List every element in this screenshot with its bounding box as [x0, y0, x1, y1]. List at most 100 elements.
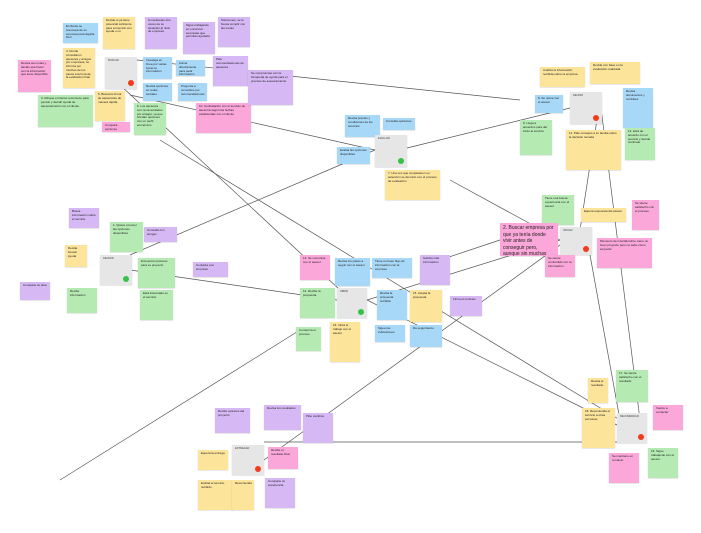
sticky-note[interactable]: 10. Contratación con el servicio de ases… — [196, 103, 251, 133]
sticky-note[interactable]: Recibe información — [67, 288, 97, 313]
sticky-note[interactable]: Firma el contrato — [450, 296, 482, 316]
stage-card[interactable]: REUNIR — [570, 92, 602, 124]
sticky-note[interactable]: Comienza el proceso — [296, 327, 321, 351]
stage-card[interactable]: DECIDIR — [100, 255, 132, 285]
stage-card[interactable]: ABRIR — [337, 288, 367, 318]
sticky-note[interactable]: Solicita más información — [420, 255, 450, 285]
sticky-note[interactable]: Decide buscar ayuda — [65, 245, 87, 267]
sticky-note[interactable]: Recibe el resultado final — [268, 447, 298, 469]
stage-card[interactable]: INICIAR — [560, 227, 592, 255]
sticky-note[interactable]: 5. Busca la forma de asesorarse de maner… — [95, 91, 125, 121]
sticky-note[interactable]: Evalúa el servicio recibido — [198, 480, 233, 510]
sticky-note[interactable]: 18. Recomienda el servicio a otras perso… — [582, 408, 615, 448]
sticky-note[interactable]: Revisa la propuesta recibida — [377, 290, 407, 320]
sticky-note[interactable]: 14. Recibe la propuesta — [300, 288, 335, 318]
sticky-note[interactable]: Está interesado en el servicio — [140, 290, 173, 320]
sticky-note[interactable]: Revisa los resultados — [264, 405, 301, 430]
status-dot-icon — [398, 158, 404, 164]
sticky-note[interactable]: 12. Está de acuerdo con el servicio y de… — [625, 128, 655, 160]
sticky-note[interactable]: 3. Afinque el interés recurrente para pe… — [38, 95, 93, 127]
sticky-note-text: Se mantiene en contacto — [612, 454, 634, 462]
sticky-note[interactable]: Pide recomendaciones de asesores — [213, 56, 248, 86]
sticky-note-text: Da seguimiento — [413, 326, 434, 330]
sticky-note-text: Compara opciones — [105, 123, 118, 131]
sticky-note[interactable]: Analiza la información recibida sobre la… — [540, 67, 585, 87]
sticky-note-text: 4. Donde consultaron asesores y amigos p… — [66, 49, 92, 80]
sticky-note[interactable]: 7. Una vez que completaron su selección … — [385, 170, 440, 200]
stage-card[interactable]: RECOMENDAR — [617, 413, 647, 443]
sticky-note[interactable]: Pregunta a conocidos por recomendaciones — [178, 83, 207, 101]
sticky-note-text: 2. Buscar empresa por que ya tenía donde… — [503, 225, 554, 256]
sticky-note[interactable]: Soluciones, se le busca cumplir con las … — [218, 17, 250, 47]
sticky-note[interactable]: Encuentra opciones para su proyecto — [138, 258, 175, 288]
sticky-note-text: Tiene un buen flujo de información con l… — [375, 259, 405, 271]
sticky-note[interactable]: Momento de incertidumbre, tiene un buen … — [597, 238, 652, 268]
connector[interactable] — [129, 94, 376, 151]
sticky-note[interactable]: Investiga en línea por varias horas la i… — [143, 57, 172, 79]
sticky-note[interactable]: Se siente satisfecho con el proceso — [632, 200, 659, 230]
sticky-note[interactable]: Revisa opciones en redes sociales — [143, 83, 172, 101]
sticky-note[interactable]: Se siente confundido con la información — [545, 255, 575, 277]
sticky-note[interactable]: Se compromete con la búsqueda de ayuda p… — [248, 70, 293, 105]
sticky-note[interactable]: Sigue trabajando en encontrar empresas q… — [183, 22, 215, 54]
sticky-note[interactable]: Revisa sus notas y decide qué hacer con … — [18, 60, 51, 92]
sticky-note[interactable]: Llama directamente para pedir informació… — [176, 60, 205, 76]
sticky-note-text: Evalúa las opciones disponibles — [340, 148, 367, 156]
sticky-note[interactable]: Da seguimiento — [410, 325, 442, 347]
stage-card[interactable]: ENTREGAR — [232, 445, 264, 475]
sticky-note[interactable]: Evalúa las opciones disponibles — [337, 147, 370, 164]
sticky-note[interactable]: Consultando dos veces de su situación al… — [145, 17, 177, 49]
sticky-note[interactable]: Comparte su idea — [20, 282, 50, 300]
sticky-note[interactable]: Espera la entrega — [198, 450, 228, 470]
sticky-note[interactable]: El cliente se preocupa de su empresa par… — [63, 23, 98, 43]
sticky-note[interactable]: Decide con base en la evaluación realiza… — [590, 62, 640, 84]
sticky-note[interactable]: Sigue las indicaciones — [375, 325, 405, 342]
sticky-note[interactable]: Contacta a la empresa — [193, 262, 228, 277]
sticky-note[interactable]: Consulta con amigos — [144, 227, 177, 242]
stage-card[interactable]: EVALUAR — [375, 135, 407, 167]
sticky-note[interactable]: Consulta opiniones — [383, 118, 415, 130]
sticky-note[interactable]: 6. Los asesores son recomendados por ami… — [134, 103, 166, 135]
sticky-note[interactable]: 15. Acepta la propuesta — [410, 290, 442, 322]
sticky-note[interactable]: Revisa precios y condiciones de los serv… — [345, 115, 380, 137]
sticky-note[interactable]: 11. Pide consejos a su familia sobre la … — [566, 130, 621, 170]
stage-card[interactable]: BUSCAR — [105, 57, 137, 89]
sticky-note[interactable]: Comparte su experiencia — [265, 478, 295, 508]
sticky-note-text: Soluciones, se le busca cumplir con las … — [221, 18, 246, 30]
sticky-note[interactable]: 13. Se comunica con el asesor — [300, 255, 330, 280]
status-dot-icon — [638, 434, 644, 440]
connector[interactable] — [406, 107, 571, 149]
sticky-note[interactable]: 4. Donde consultaron asesores y amigos p… — [63, 48, 95, 88]
sticky-note[interactable]: 8. Se reúne con el asesor — [535, 95, 563, 113]
sticky-note[interactable]: 17. Se siente satisfecho con el resultad… — [616, 370, 648, 402]
sticky-note[interactable]: Recibe avances del proyecto — [215, 408, 250, 433]
sticky-note[interactable]: 19. Sigue trabajando con el asesor — [648, 448, 678, 478]
sticky-note-text: 13. Se comunica con el asesor — [303, 256, 326, 264]
sticky-note[interactable]: 9. Llega a acuerdos para dar inicio al s… — [520, 120, 552, 155]
sticky-note[interactable]: Tiene una buena experiencia con el aseso… — [542, 195, 574, 225]
sticky-note[interactable]: Se mantiene en contacto — [609, 453, 639, 483]
sticky-note[interactable]: Compara opciones — [102, 122, 130, 132]
sticky-note[interactable]: Recomienda — [232, 480, 254, 510]
sticky-note-text: 1. Quiere conocer las opciones disponibl… — [113, 223, 137, 235]
sticky-note[interactable]: Tiene un buen flujo de información con l… — [372, 258, 412, 278]
sticky-note[interactable]: Busca información sobre el servicio — [69, 208, 99, 228]
stage-title: REUNIR — [573, 94, 583, 97]
sticky-note[interactable]: 2. Buscar empresa por que ya tenía donde… — [500, 223, 558, 256]
sticky-note[interactable]: Vuelve a contactar — [653, 405, 683, 430]
connector[interactable] — [439, 239, 501, 261]
connector[interactable] — [159, 139, 621, 421]
sticky-note[interactable]: Pide cambios — [303, 413, 333, 443]
connector[interactable] — [589, 254, 621, 421]
sticky-note[interactable]: 16. Inicia el trabajo con el asesor — [330, 322, 360, 362]
sticky-note[interactable]: Espera respuesta del asesor — [581, 208, 626, 222]
sticky-note[interactable]: Revisa documentos y contratos — [623, 88, 653, 128]
sticky-note[interactable]: Revisa el resultado — [588, 378, 608, 403]
connector[interactable] — [366, 299, 618, 426]
sticky-note[interactable]: Decide si ya tiene potencial suficiente … — [103, 17, 135, 49]
connector[interactable] — [59, 329, 301, 481]
sticky-note[interactable]: Revisa los pasos a seguir con el asesor — [335, 258, 370, 286]
sticky-note[interactable]: 1. Quiere conocer las opciones disponibl… — [110, 222, 143, 252]
sticky-note-text: 11. Pide consejos a su familia sobre la … — [569, 131, 617, 139]
